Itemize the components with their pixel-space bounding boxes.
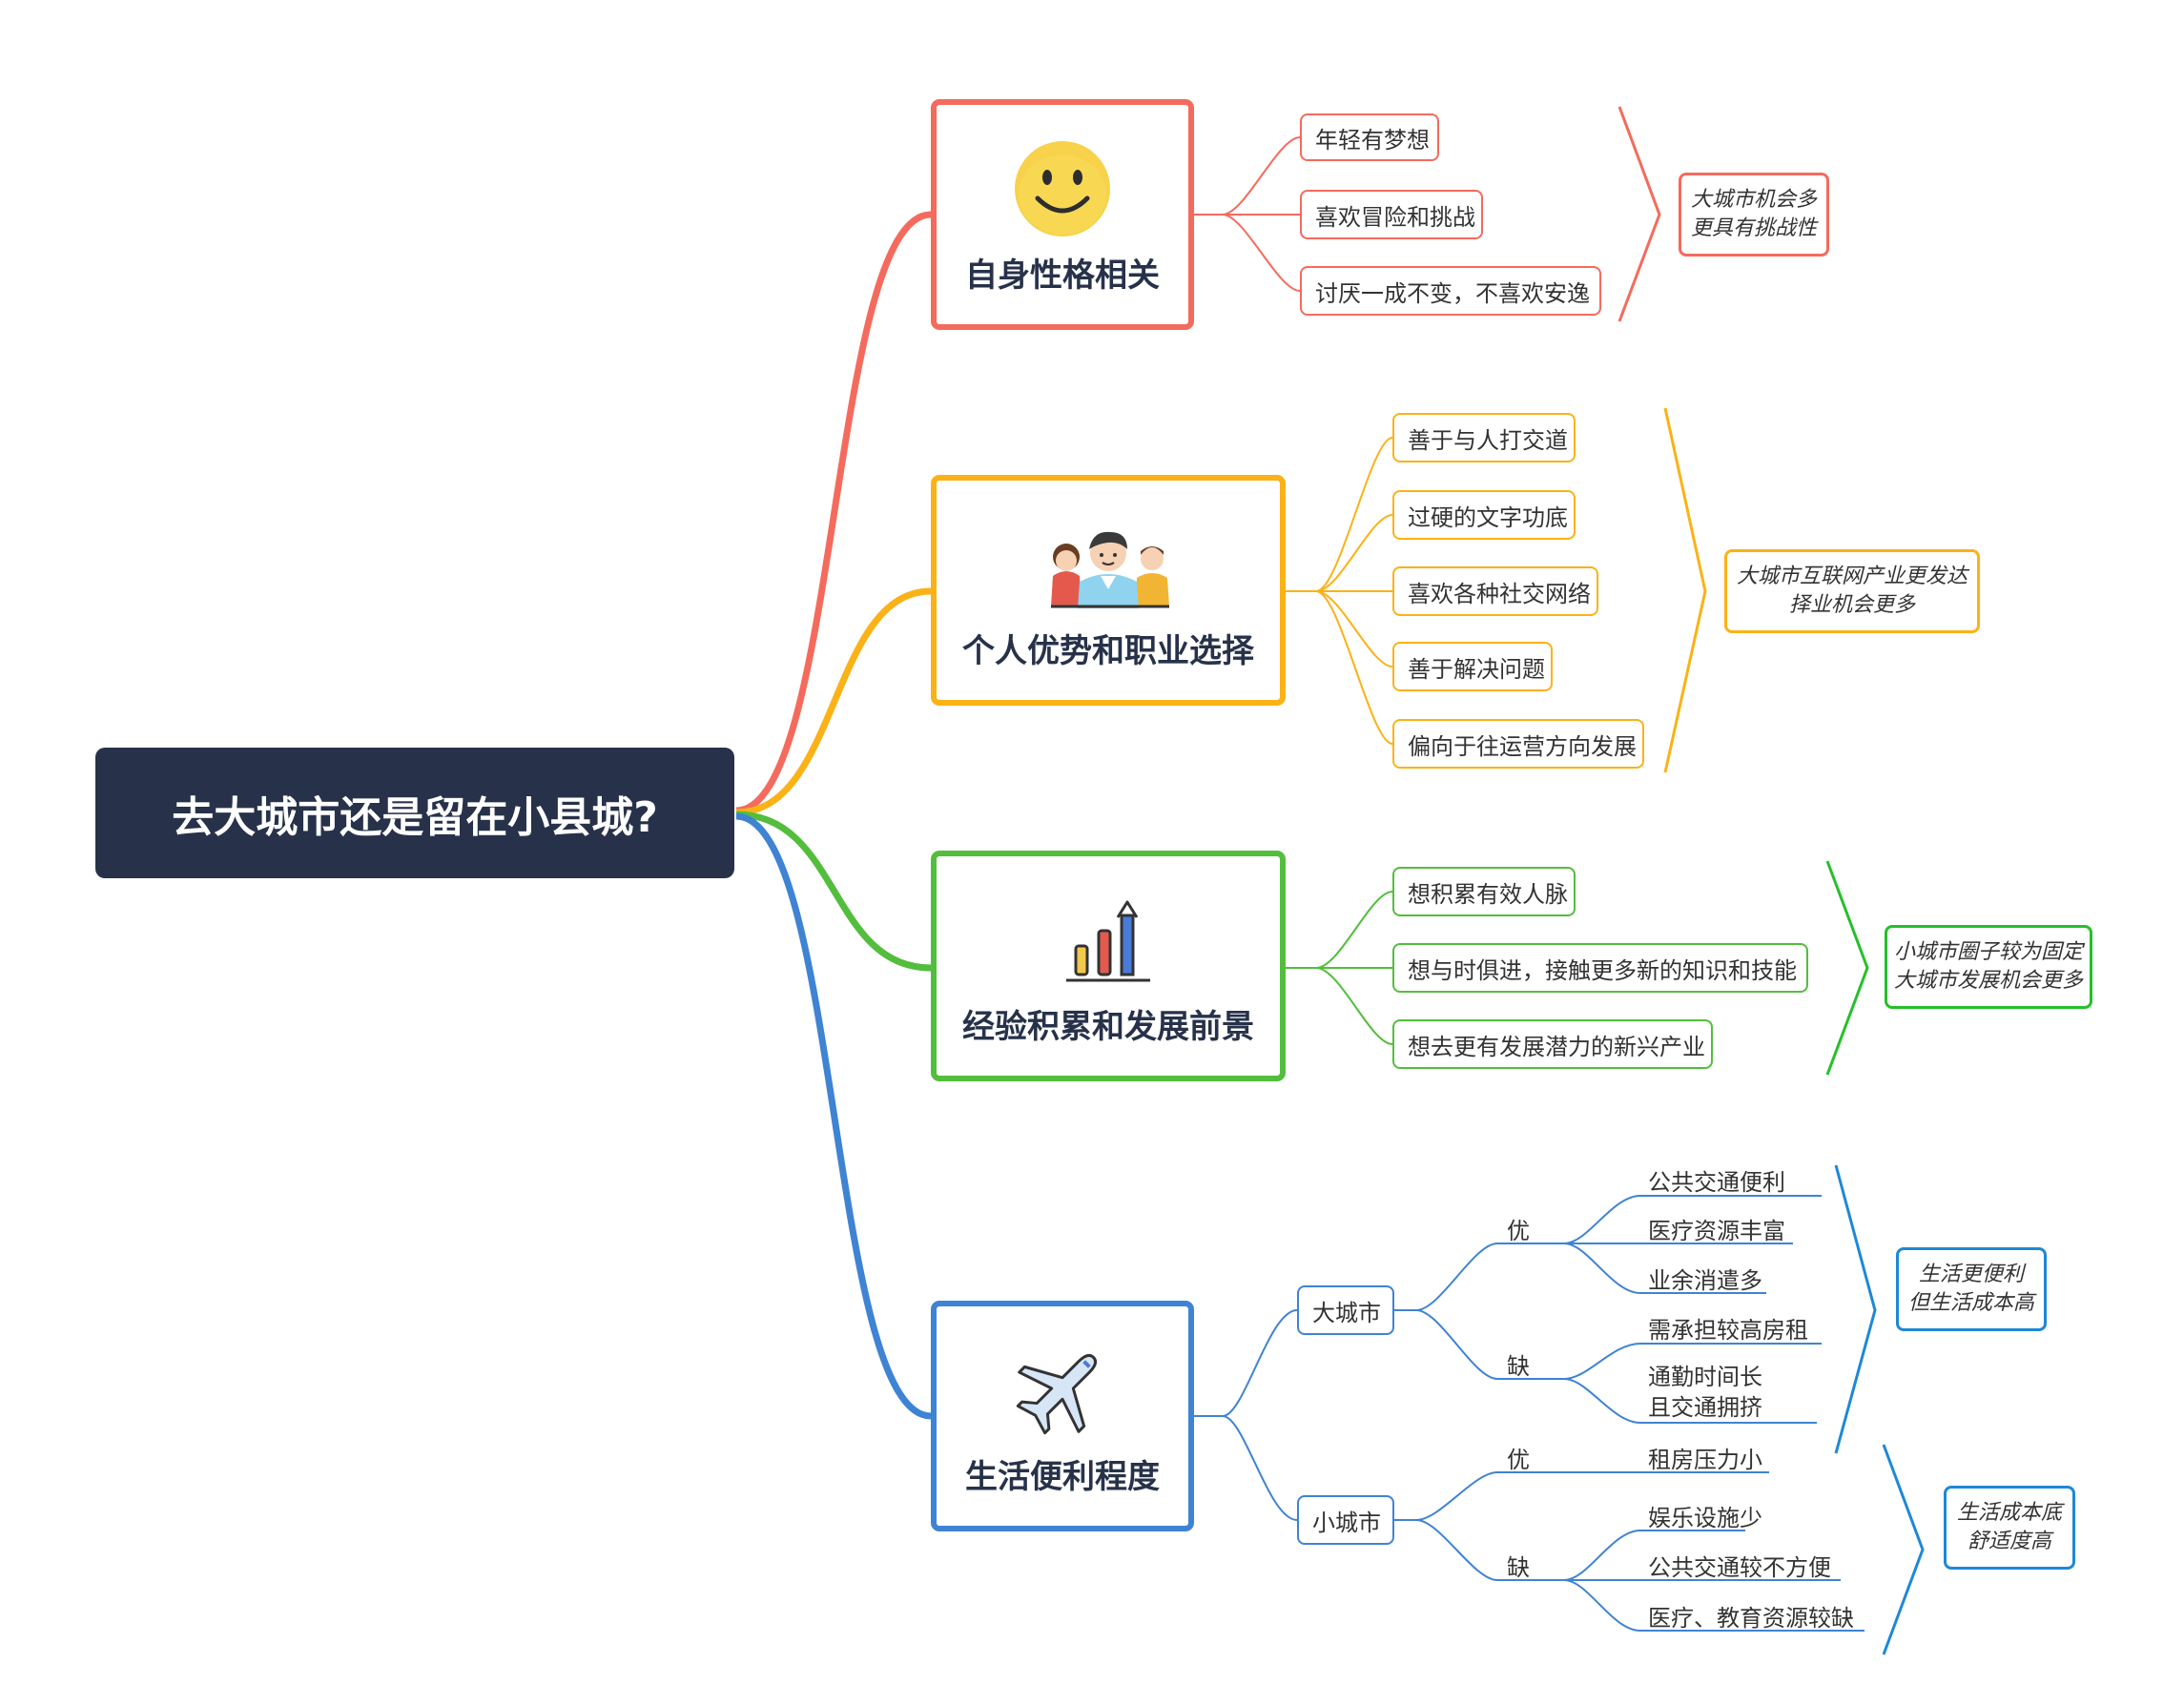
central-topic[interactable]: 去大城市还是留在小县城? (95, 748, 734, 878)
summary-bracket-small-city (1882, 1444, 1925, 1655)
summary-line: 小城市圈子较为固定 (1893, 940, 2083, 964)
cons-item: 需承担较高房租 (1648, 1317, 1808, 1344)
bar-chart-growth-icon (1066, 900, 1150, 982)
cons-item: 且交通拥挤 (1648, 1394, 1762, 1421)
topic-living[interactable]: 生活便利程度 (931, 1301, 1194, 1531)
sub-item[interactable]: 讨厌一成不变，不喜欢安逸 (1300, 266, 1601, 316)
sub-item[interactable]: 善于解决问题 (1392, 642, 1553, 691)
summary-line: 但生活成本高 (1907, 1291, 2034, 1315)
pros-item: 医疗资源丰富 (1648, 1218, 1785, 1244)
summary-personality[interactable]: 大城市机会多 更具有挑战性 (1679, 173, 1829, 257)
city-node-small[interactable]: 小城市 (1297, 1495, 1394, 1545)
summary-bracket-experience (1825, 860, 1869, 1076)
branch-line-living (735, 812, 932, 1420)
summary-line: 舒适度高 (1967, 1530, 2051, 1553)
topic-title: 经验积累和发展前景 (962, 1008, 1254, 1046)
sub-item[interactable]: 想与时俱进，接触更多新的知识和技能 (1392, 943, 1808, 993)
sub-item[interactable]: 想去更有发展潜力的新兴产业 (1392, 1019, 1713, 1069)
summary-line: 生活更便利 (1918, 1263, 2024, 1286)
sub-item-label: 善于与人打交道 (1408, 426, 1568, 454)
branch-line-advantages (735, 587, 932, 816)
sub-item-label: 喜欢各种社交网络 (1408, 580, 1591, 607)
topic-title: 生活便利程度 (965, 1458, 1160, 1496)
cons-label: 缺 (1507, 1554, 1530, 1581)
cons-label: 缺 (1507, 1353, 1530, 1380)
summary-big-city[interactable]: 生活更便利 但生活成本高 (1896, 1247, 2047, 1331)
cons-item: 公共交通较不方便 (1648, 1554, 1831, 1581)
branch-line-experience (735, 811, 932, 972)
summary-experience[interactable]: 小城市圈子较为固定 大城市发展机会更多 (1885, 925, 2092, 1009)
sub-item-label: 年轻有梦想 (1315, 126, 1430, 154)
summary-line: 大城市机会多 (1690, 188, 1817, 212)
smiley-icon (1015, 141, 1110, 236)
pros-item: 公共交通便利 (1648, 1169, 1785, 1196)
summary-small-city[interactable]: 生活成本底 舒适度高 (1944, 1486, 2075, 1570)
topic-title: 自身性格相关 (965, 257, 1160, 295)
sub-item[interactable]: 过硬的文字功底 (1392, 490, 1576, 540)
sub-item-label: 过硬的文字功底 (1408, 503, 1568, 531)
city-label: 大城市 (1312, 1299, 1381, 1326)
summary-line: 择业机会更多 (1788, 593, 1915, 617)
sub-item[interactable]: 想积累有效人脉 (1392, 867, 1576, 916)
summary-bracket-advantages (1663, 407, 1707, 773)
summary-line: 更具有挑战性 (1690, 216, 1817, 240)
sub-item-label: 喜欢冒险和挑战 (1315, 203, 1475, 231)
living-sub-lines (1194, 1195, 1865, 1632)
sub-item-label: 偏向于往运营方向发展 (1408, 732, 1637, 760)
people-group-icon (1051, 531, 1169, 608)
sub-item-label: 善于解决问题 (1408, 655, 1545, 683)
cons-item: 通勤时间长 (1648, 1364, 1762, 1390)
experience-sub-lines (1286, 891, 1393, 1045)
summary-line: 大城市发展机会更多 (1893, 969, 2083, 993)
sub-item-label: 想与时俱进，接触更多新的知识和技能 (1408, 956, 1797, 984)
pros-label: 优 (1507, 1447, 1530, 1473)
cons-item: 医疗、教育资源较缺 (1648, 1605, 1854, 1632)
sub-item-label: 想积累有效人脉 (1408, 880, 1568, 908)
summary-bracket-personality (1617, 106, 1661, 322)
summary-bracket-big-city (1834, 1164, 1877, 1454)
topic-advantages[interactable]: 个人优势和职业选择 (931, 475, 1286, 706)
cons-item: 娱乐设施少 (1648, 1505, 1762, 1531)
sub-item[interactable]: 喜欢各种社交网络 (1392, 566, 1598, 616)
sub-item-label: 想去更有发展潜力的新兴产业 (1408, 1033, 1705, 1060)
airplane-icon (1016, 1353, 1098, 1435)
topic-title: 个人优势和职业选择 (962, 632, 1254, 670)
city-label: 小城市 (1312, 1509, 1381, 1536)
pros-label: 优 (1507, 1218, 1530, 1244)
pros-item: 业余消遣多 (1648, 1267, 1762, 1294)
sub-item[interactable]: 喜欢冒险和挑战 (1300, 190, 1483, 239)
sub-item[interactable]: 善于与人打交道 (1392, 413, 1576, 462)
sub-item[interactable]: 偏向于往运营方向发展 (1392, 719, 1644, 769)
pros-item: 租房压力小 (1648, 1447, 1762, 1473)
sub-item[interactable]: 年轻有梦想 (1300, 113, 1439, 161)
summary-line: 大城市互联网产业更发达 (1736, 565, 1968, 588)
summary-advantages[interactable]: 大城市互联网产业更发达 择业机会更多 (1724, 549, 1980, 633)
topic-experience[interactable]: 经验积累和发展前景 (931, 851, 1286, 1081)
summary-line: 生活成本底 (1956, 1501, 2062, 1525)
city-node-big[interactable]: 大城市 (1297, 1285, 1394, 1335)
branch-line-personality (735, 211, 932, 814)
topic-personality[interactable]: 自身性格相关 (931, 99, 1194, 330)
advantages-sub-lines (1286, 437, 1393, 745)
sub-item-label: 讨厌一成不变，不喜欢安逸 (1315, 279, 1590, 307)
personality-sub-lines (1194, 136, 1301, 292)
